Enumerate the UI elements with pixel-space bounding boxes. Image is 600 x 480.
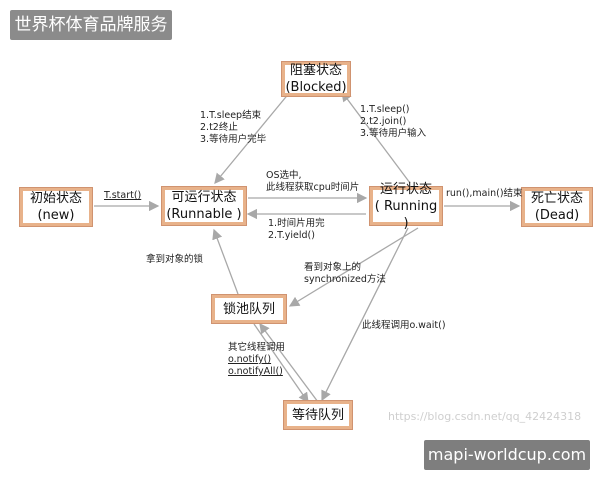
label-run-end: run(),main()结束 bbox=[446, 188, 523, 199]
node-wait-queue: 等待队列 bbox=[284, 401, 352, 429]
node-blocked-sub: (Blocked) bbox=[285, 80, 347, 95]
label-running-to-blocked: 1.T.sleep() 2.t2.join() 3.等待用户输入 bbox=[360, 104, 427, 139]
node-runnable-sub: (Runnable ) bbox=[166, 207, 242, 222]
node-new: 初始状态 (new) bbox=[20, 188, 92, 226]
arrow-lockpool-to-runnable bbox=[212, 228, 239, 295]
node-new-sub: (new) bbox=[37, 208, 75, 223]
node-blocked-title: 阻塞状态 bbox=[289, 63, 342, 78]
label-start: T.start() bbox=[104, 190, 142, 201]
arrow-lockpool-to-waitqueue bbox=[253, 323, 309, 404]
node-lock-pool-title: 锁池队列 bbox=[222, 301, 275, 317]
node-running-title: 运行状态 bbox=[379, 181, 432, 197]
arrow-running-to-blocked bbox=[341, 90, 411, 184]
node-dead: 死亡状态 (Dead) bbox=[522, 188, 592, 226]
watermark-bottom: mapi-worldcup.com bbox=[424, 440, 590, 470]
node-runnable-title: 可运行状态 bbox=[171, 190, 237, 205]
watermark-faint: https://blog.csdn.net/qq_42424318 bbox=[388, 410, 582, 423]
arrow-waitqueue-to-lockpool bbox=[259, 322, 319, 403]
label-os-select: OS选中, 此线程获取cpu时间片 bbox=[266, 170, 360, 193]
node-runnable: 可运行状态 (Runnable ) bbox=[162, 187, 246, 225]
node-dead-sub: (Dead) bbox=[534, 208, 580, 223]
label-see-sync: 看到对象上的 synchronized方法 bbox=[304, 262, 386, 285]
node-dead-title: 死亡状态 bbox=[530, 191, 583, 206]
label-get-lock: 拿到对象的锁 bbox=[146, 254, 204, 265]
node-blocked: 阻塞状态 (Blocked) bbox=[282, 62, 350, 96]
watermark-top: 世界杯体育品牌服务 bbox=[10, 10, 172, 40]
node-new-title: 初始状态 bbox=[29, 191, 82, 206]
label-blocked-to-runnable: 1.T.sleep结束 2.t2终止 3.等待用户完毕 bbox=[200, 110, 267, 145]
node-running: 运行状态 ( Running ) bbox=[370, 182, 442, 231]
arrow-running-to-waitqueue bbox=[321, 227, 409, 402]
label-call-wait: 此线程调用o.wait() bbox=[362, 320, 446, 331]
arrow-blocked-to-runnable bbox=[214, 91, 291, 185]
node-lock-pool: 锁池队列 bbox=[212, 295, 286, 323]
label-notify: 其它线程调用 o.notify() o.notifyAll() bbox=[228, 342, 286, 377]
arrow-running-to-lockpool bbox=[288, 227, 419, 307]
label-timeslice: 1.时间片用完 2.T.yield() bbox=[268, 218, 325, 241]
node-wait-queue-title: 等待队列 bbox=[291, 407, 344, 423]
node-running-sub: ( Running ) bbox=[374, 198, 438, 231]
